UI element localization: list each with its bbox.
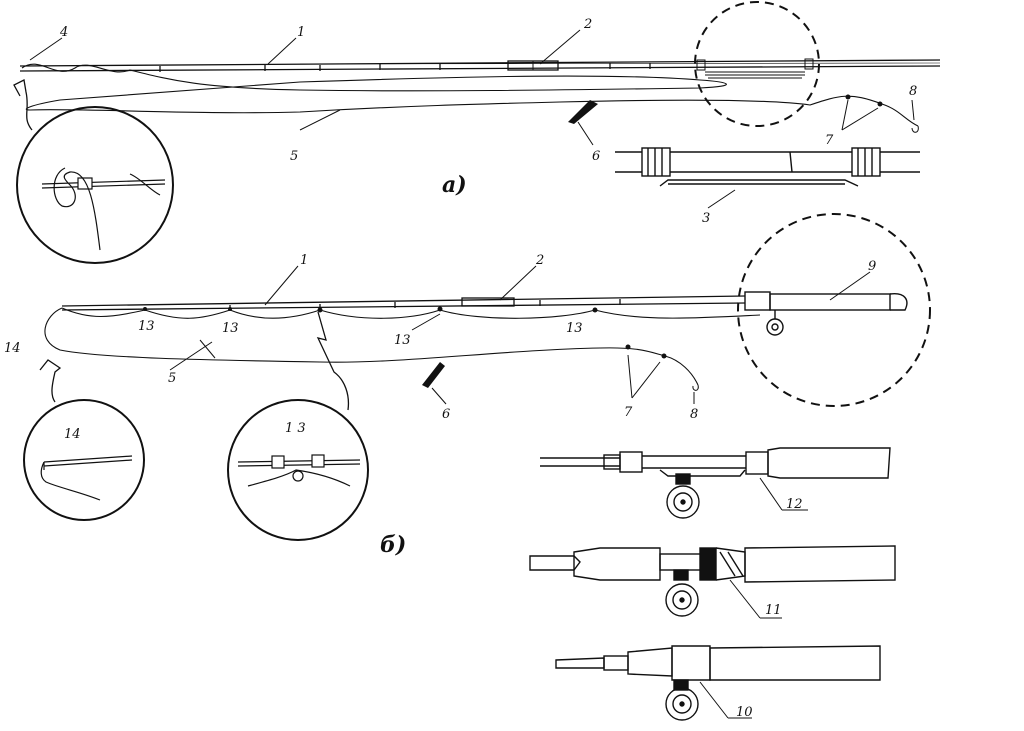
label-b-seat-11: 11 xyxy=(765,603,782,618)
label-b-tip-ring: 14 xyxy=(4,341,21,356)
label-b-sinkers: 7 xyxy=(624,405,633,420)
reel-seat-12 xyxy=(540,447,891,519)
inset-label-guide: 1 3 xyxy=(285,421,306,436)
reel-seat-10 xyxy=(555,645,881,721)
label-b-guide-2: 13 xyxy=(222,321,239,336)
label-b-float: 6 xyxy=(442,407,450,422)
rod-b xyxy=(61,295,746,311)
inset-label-tip: 14 xyxy=(64,427,81,442)
sinker-a-1 xyxy=(845,94,851,100)
label-b-line: 5 xyxy=(168,371,176,386)
section-a-label: а) xyxy=(442,172,467,198)
sinker-b-2 xyxy=(661,353,667,359)
inset-guide-b xyxy=(227,399,369,541)
detail-circle-a xyxy=(694,1,820,127)
line-a xyxy=(21,63,919,127)
label-b-reel: 9 xyxy=(868,259,876,274)
label-b-hook: 8 xyxy=(690,407,698,422)
hook-b xyxy=(692,384,699,391)
reel-clip-detail-a xyxy=(615,147,920,187)
label-a-tip-tie: 4 xyxy=(59,25,68,40)
inset-tip-ring-b xyxy=(23,399,145,521)
label-a-line: 5 xyxy=(290,149,298,164)
detail-circle-b xyxy=(737,213,931,407)
sinker-a-2 xyxy=(877,101,883,107)
reel-clip-a xyxy=(696,58,814,79)
label-a-sinkers: 7 xyxy=(825,133,834,148)
label-a-ferrule: 2 xyxy=(583,17,592,32)
section-b-label: б) xyxy=(380,532,406,558)
label-b-guide-1: 13 xyxy=(138,319,155,334)
sinker-b-1 xyxy=(625,344,631,350)
label-b-seat-10: 10 xyxy=(736,705,753,720)
label-b-seat-12: 12 xyxy=(786,497,803,512)
label-b-guide-4: 13 xyxy=(566,321,583,336)
float-a xyxy=(568,100,598,124)
label-b-ferrule: 2 xyxy=(535,253,544,268)
hook-a xyxy=(911,125,919,133)
label-b-guide-3: 13 xyxy=(394,333,411,348)
ferrule-b xyxy=(461,297,515,307)
reel-seat-11 xyxy=(529,545,896,617)
label-a-reel-clip: 3 xyxy=(702,211,710,226)
float-b xyxy=(422,362,445,388)
reel-b xyxy=(744,291,908,336)
label-a-rod: 1 xyxy=(297,25,305,40)
rod-a xyxy=(19,59,941,72)
inset-tip-tie-a xyxy=(16,106,174,264)
label-a-hook: 8 xyxy=(909,84,917,99)
label-a-float: 6 xyxy=(592,149,600,164)
label-b-rod: 1 xyxy=(300,253,308,268)
